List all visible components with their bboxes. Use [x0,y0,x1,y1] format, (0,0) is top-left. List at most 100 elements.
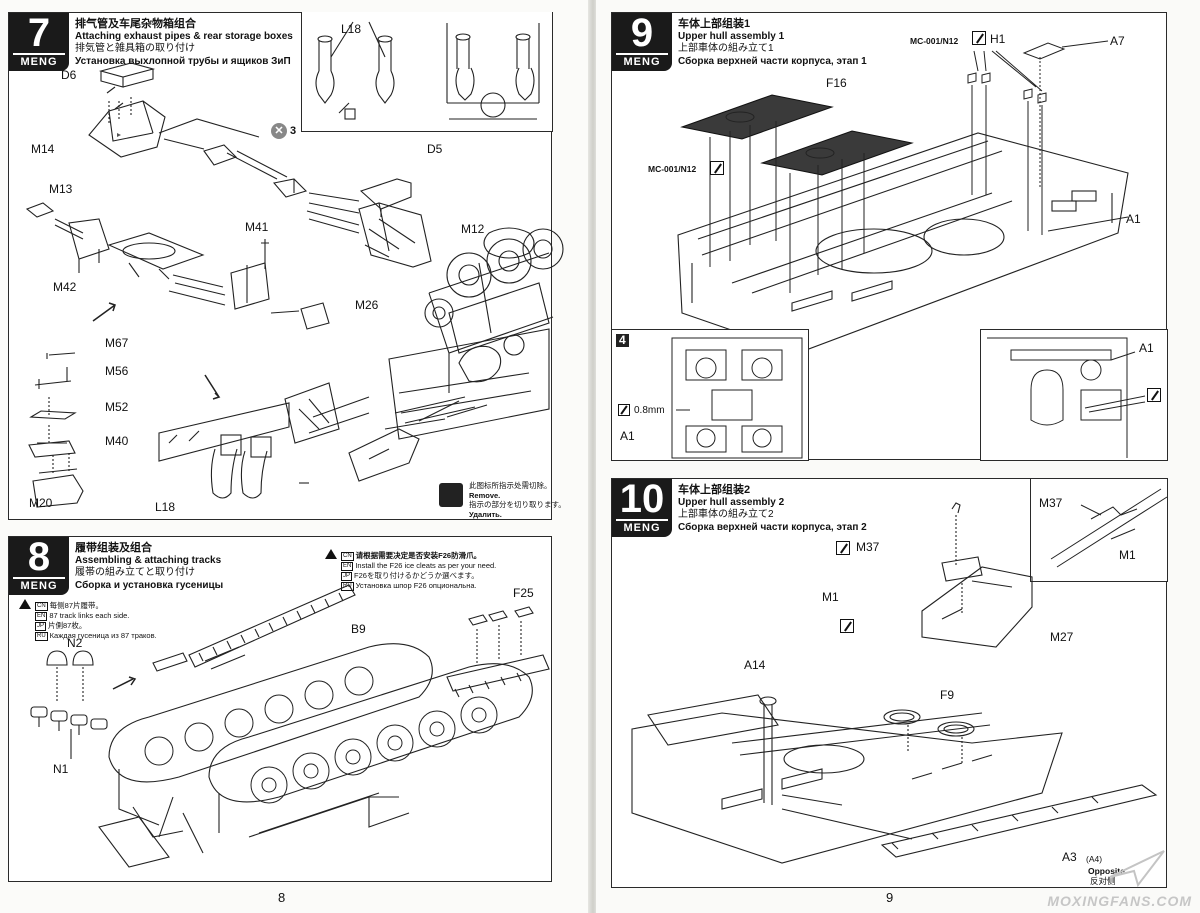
step9-number: 9 [630,11,654,55]
step7-title-ja: 排気管と雑具箱の取り付け [75,43,195,54]
step7-number: 7 [27,11,51,55]
flag-jp-icon: JP [35,622,47,631]
left-page: 7 MENG 排气管及车尾杂物箱组合 Attaching exhaust pip… [0,0,590,913]
optional-note-ja: F26を取り付けるかどうか選べます。 [354,571,479,580]
step8-title-zh: 履带组装及组合 [75,542,152,554]
step10-inset: M37 M1 [1030,478,1168,582]
step9-panel: 9 MENG 车体上部组装1 Upper hull assembly 1 上部車… [611,11,1168,461]
decal-tool-icon-3 [1147,388,1161,402]
inset-left-drawing [671,337,803,459]
optional-note-ru: Установка шпор F26 опциональна. [355,581,477,590]
step9-title-zh: 车体上部组装1 [678,18,751,30]
book-gutter [588,0,598,913]
label-f25: F25 [513,586,534,600]
label-a3: A3 [1062,850,1077,864]
step7-exhaust-inset [301,12,553,132]
right-page-number: 9 [886,890,894,905]
remove-note: 此图标所指示处需切除。 Remove. 指示の部分を切り取ります。 Удалит… [469,481,566,519]
inset-right-drawing [987,337,1146,458]
label-a14: A14 [744,658,766,672]
label-m14: M14 [31,142,55,156]
step10-inset-drawing [1050,488,1168,568]
label-d6: D6 [61,68,77,82]
label-n1: N1 [53,762,69,776]
right-page: 9 MENG 车体上部组装1 Upper hull assembly 1 上部車… [596,0,1200,913]
label-m1: M1 [822,590,839,604]
step10-title-en: Upper hull assembly 2 [678,496,785,508]
warning-icon [325,549,337,559]
step8-panel: 8 MENG 履带组装及组合 Assembling & attaching tr… [8,535,552,882]
decal-tool-icon [972,31,986,45]
label-n2: N2 [67,636,83,650]
label-inset-a1-left: A1 [620,429,635,443]
label-m26: M26 [355,298,379,312]
step10-title: 车体上部组装2 Upper hull assembly 2 上部車体の組み立て2… [678,484,867,534]
label-m42: M42 [53,280,77,294]
count-note-ja: 片側87枚。 [48,621,87,630]
step9-inset-left: 4 0.8mm A1 [611,329,809,461]
step7-badge: 7 MENG [9,11,69,71]
step7-quantity: 3 [290,125,297,137]
label-m27: M27 [1050,630,1074,644]
step8-title: 履带组装及组合 Assembling & attaching tracks 履帯… [75,542,223,592]
step10-title-zh: 车体上部组装2 [678,484,751,496]
decal-tool-icon-4 [836,541,850,555]
label-inset-m1: M1 [1119,548,1136,562]
label-inset-a1-right: A1 [1139,341,1154,355]
step10-panel: 10 MENG 车体上部组装2 Upper hull assembly 2 上部… [611,477,1168,888]
label-f16: F16 [826,76,847,90]
step9-inset-right: A1 [980,329,1168,461]
label-m13: M13 [49,182,73,196]
watermark: MOXINGFANS.COM [1047,893,1192,909]
step8-title-ru: Сборка и установка гусеницы [75,579,224,591]
label-opposite: Opposite [1088,866,1125,876]
step7-panel: 7 MENG 排气管及车尾杂物箱组合 Attaching exhaust pip… [8,11,566,520]
label-m52: M52 [105,400,129,414]
step10-title-ru: Сборка верхней части корпуса, этап 2 [678,521,867,533]
label-m56: M56 [105,364,129,378]
step7-repeat-icon: ✕ [271,123,287,139]
flag-cn-icon: CN [35,602,48,611]
step8-badge: 8 MENG [9,535,69,595]
step9-title: 车体上部组装1 Upper hull assembly 1 上部車体の組み立て1… [678,18,867,68]
label-f9: F9 [940,688,955,702]
label-m12: M12 [461,222,485,236]
remove-icon [439,483,463,507]
step8-drawing [30,584,550,868]
label-a4-ref: (A4) [1086,854,1103,864]
inset-number: 4 [616,334,629,347]
step7-title-zh: 排气管及车尾杂物箱组合 [75,18,196,30]
step10-badge: 10 MENG [612,477,672,537]
label-mc-left: MC-001/N12 [648,164,697,174]
step7-drawing [25,21,564,508]
decal-tool-icon-5 [840,619,854,633]
remove-note-en: Remove. [469,490,501,500]
label-a7: A7 [1110,34,1125,48]
optional-note-en: Install the F26 ice cleats as per your n… [355,561,497,570]
label-m67: M67 [105,336,129,350]
drill-icon [618,404,630,416]
step8-brand: MENG [13,577,65,593]
flag-cn-icon: CN [341,552,354,561]
label-m37: M37 [856,540,880,554]
step10-number: 10 [619,477,665,521]
step8-title-en: Assembling & attaching tracks [75,554,222,566]
remove-note-ru: Удалить. [469,509,502,519]
flag-ru-icon: RU [35,632,48,641]
label-l18-top: L18 [341,22,362,36]
step7-title: 排气管及车尾杂物箱组合 Attaching exhaust pipes & re… [75,18,293,68]
label-a1: A1 [1126,212,1141,226]
watermark-logo [1109,850,1165,888]
count-note-ru: Каждая гусеница из 87 траков. [49,631,157,640]
flag-jp-icon: JP [341,572,353,581]
step10-drawing [631,502,1158,864]
step8-number: 8 [27,535,51,579]
step9-brand: MENG [616,53,668,69]
flag-en-icon: EN [35,612,48,621]
step10-title-ja: 上部車体の組み立て2 [678,509,774,520]
label-inset-m37: M37 [1039,496,1063,510]
step9-badge: 9 MENG [612,11,672,71]
step8-title-ja: 履帯の組み立てと取り付け [75,567,195,578]
step7-brand: MENG [13,53,65,69]
